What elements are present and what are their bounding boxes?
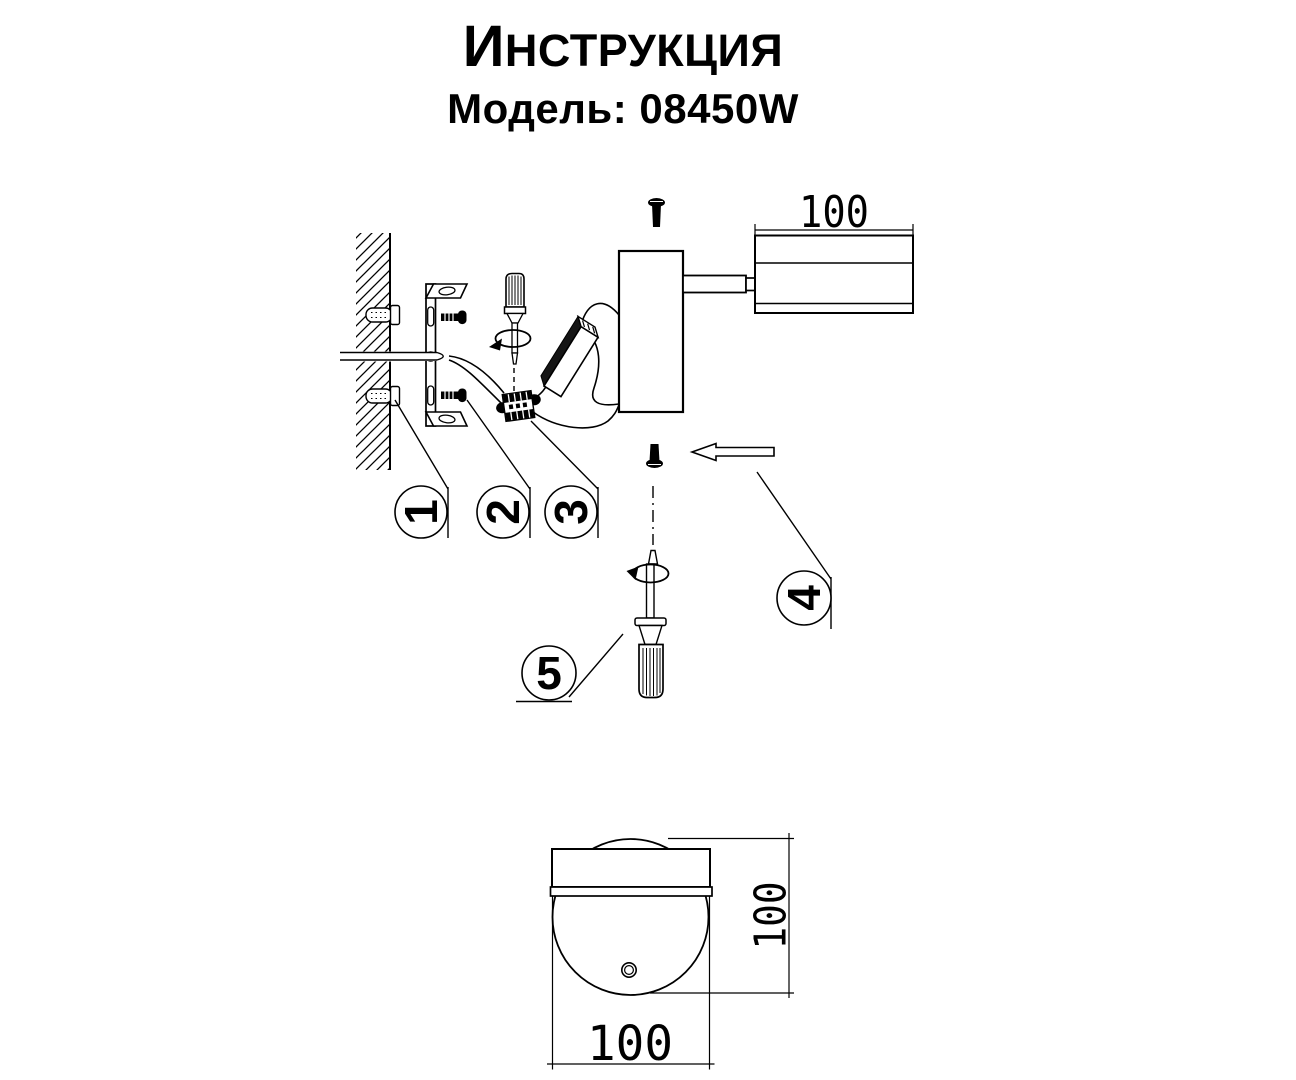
head-length-value: 100	[799, 187, 869, 238]
bracket-screw-top	[441, 310, 467, 325]
front-height-dimension: 100	[650, 833, 797, 998]
front-width-dimension: 100	[547, 896, 715, 1072]
wire-driver-to-lamp-bottom	[584, 330, 620, 406]
callout-4-circle	[776, 570, 832, 626]
bracket-slot-top	[427, 306, 435, 327]
screwdriver-top-tip	[511, 352, 519, 365]
insert-direction-arrow	[689, 442, 775, 462]
front-height-value: 100	[746, 882, 797, 950]
callout-2-number: 2	[477, 499, 529, 525]
callout-1-number: 1	[395, 499, 447, 525]
wire-terminal-to-lamp	[532, 404, 620, 429]
power-cable	[340, 351, 444, 361]
lamp-head	[754, 234, 914, 314]
head-length-dimension: 100	[754, 187, 914, 238]
set-screw-bottom	[646, 444, 663, 468]
screwdriver-bottom-tip	[647, 549, 659, 565]
callout-1: 1	[394, 485, 448, 539]
led-driver	[540, 314, 600, 398]
model-label: Модель: 08450W	[447, 85, 799, 132]
bracket-bottom-hole	[438, 414, 456, 424]
wall-anchor-bottom	[365, 385, 401, 407]
instruction-heading: ИНСТРУКЦИЯ	[447, 18, 799, 76]
heading-rest: НСТРУКЦИЯ	[504, 25, 784, 76]
lamp-arm	[682, 274, 747, 294]
set-screw-top	[648, 198, 665, 227]
front-view: 100 100	[547, 833, 797, 1072]
wire-driver-to-lamp-top	[580, 302, 620, 326]
terminal-block	[496, 389, 541, 423]
heading-initial: И	[462, 14, 505, 79]
bracket-top-hole	[438, 286, 456, 296]
leader-line-3	[530, 420, 599, 538]
wire-cable-to-terminal-2	[448, 359, 502, 404]
callout-4-number: 4	[778, 585, 830, 611]
rotation-arrowhead-bottom	[626, 566, 639, 580]
callout-2: 2	[476, 485, 530, 539]
wire-cable-to-terminal-1	[448, 355, 505, 394]
callout-5-circle	[521, 645, 577, 701]
wall-section	[356, 233, 401, 470]
bracket-slot-bottom	[427, 385, 435, 406]
callout-3-number: 3	[545, 499, 597, 525]
wall-hatching-lower	[356, 361, 390, 470]
front-view-switch-inner	[623, 964, 634, 975]
screwdriver-bottom	[626, 549, 670, 699]
front-view-top-plate	[551, 848, 711, 888]
front-view-band	[549, 886, 713, 897]
wall-anchor-top	[365, 304, 401, 326]
callout-4: 4	[776, 570, 832, 626]
rotation-arrowhead-top	[489, 338, 502, 351]
page-title: ИНСТРУКЦИЯ Модель: 08450W	[447, 18, 799, 130]
screwdriver-top	[489, 272, 532, 391]
callout-5-number: 5	[536, 647, 562, 699]
callout-5: 5	[516, 633, 624, 703]
lamp-body	[617, 249, 685, 414]
cable-tip	[436, 351, 444, 361]
front-width-value: 100	[587, 1016, 673, 1072]
leader-line-2	[466, 399, 531, 538]
wall-hatching-upper	[356, 233, 390, 352]
bracket-screw-bottom	[441, 388, 467, 403]
leader-line-1	[394, 399, 449, 538]
connection-wires	[448, 302, 620, 429]
leader-line-5	[516, 633, 624, 703]
rotation-arrow-top	[494, 329, 532, 348]
callout-3: 3	[544, 485, 598, 539]
callout-3-circle	[544, 485, 598, 539]
callout-1-circle	[394, 485, 448, 539]
callout-2-circle	[476, 485, 530, 539]
driver-terminals	[582, 320, 596, 334]
